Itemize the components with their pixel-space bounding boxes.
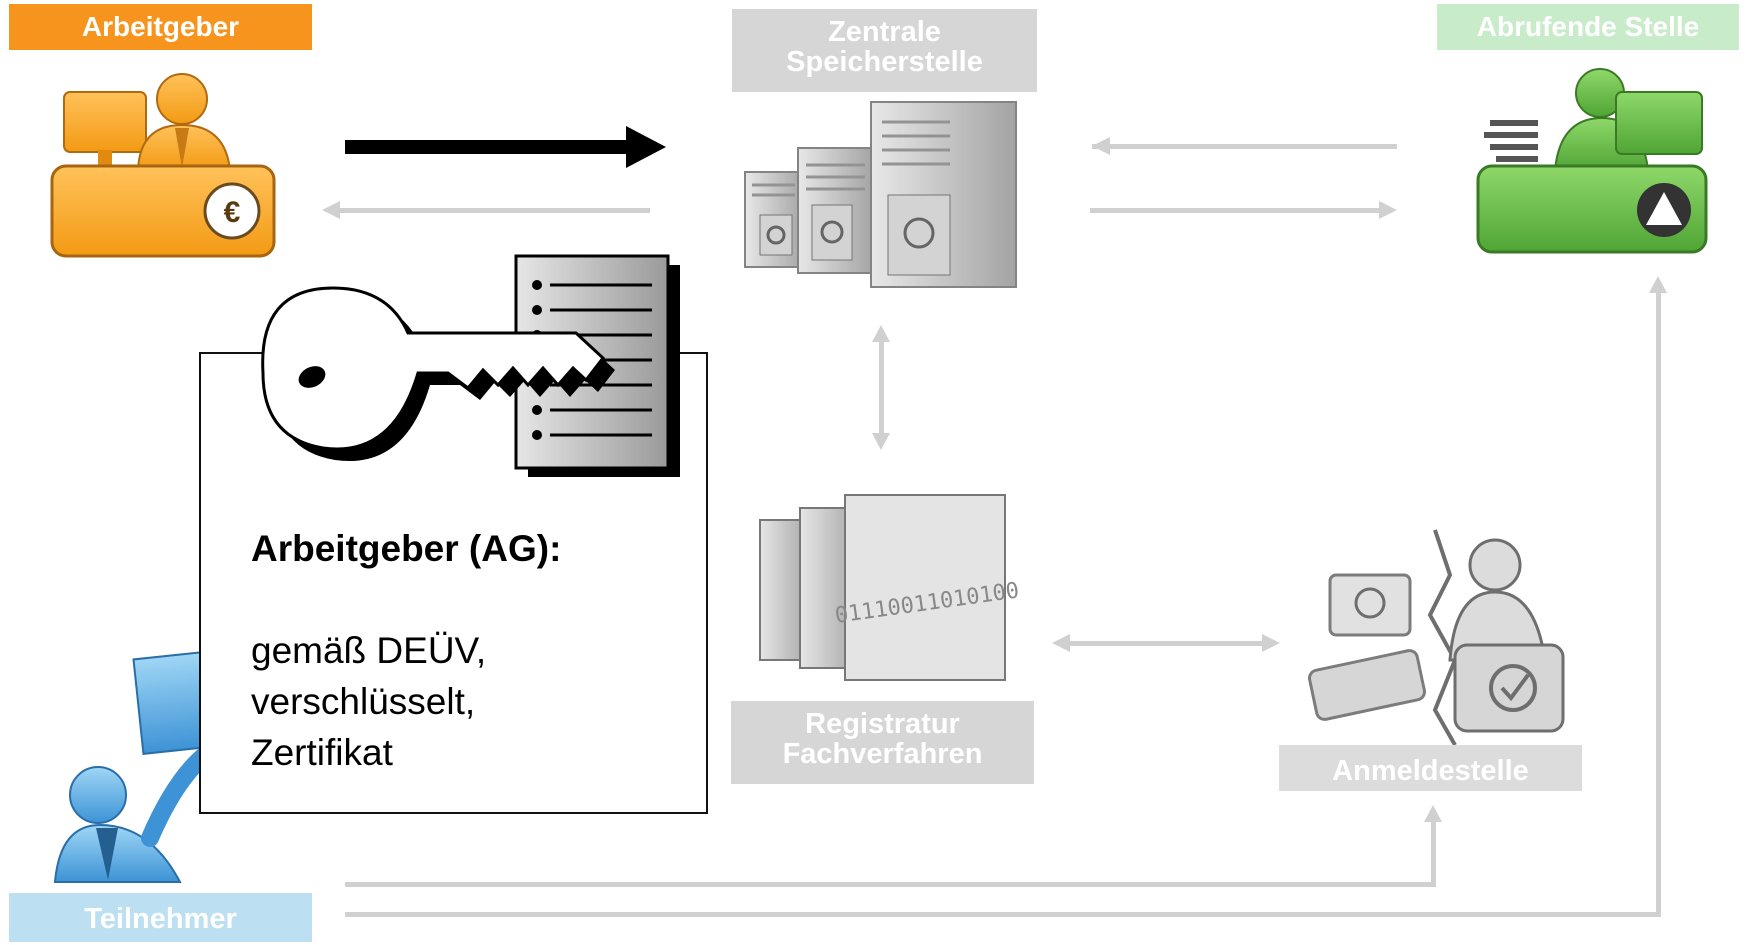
registration-office-icon: [1307, 529, 1565, 746]
binder-registry-icon: 01110011010100: [759, 494, 1021, 681]
info-line-3: Zertifikat: [251, 732, 393, 773]
info-line-2: verschlüsselt,: [251, 681, 476, 722]
employer-desk-icon: €: [50, 73, 276, 258]
label-zentrale-speicherstelle: Zentrale Speicherstelle: [732, 9, 1037, 92]
clerk-desk-icon: [1476, 68, 1708, 254]
label-anmeldestelle: Anmeldestelle: [1279, 745, 1582, 791]
svg-text:€: €: [224, 196, 241, 229]
label-registratur-line-2: Fachverfahren: [782, 738, 983, 771]
info-line-1: gemäß DEÜV,: [251, 630, 487, 671]
info-box-title: Arbeitgeber (AG):: [251, 528, 562, 569]
participant-person-icon: [53, 649, 225, 883]
label-registratur-fachverfahren: Registratur Fachverfahren: [731, 701, 1034, 784]
label-zentrale-line-1: Zentrale: [828, 16, 941, 48]
info-box-lines: gemäß DEÜV, verschlüsselt, Zertifikat: [251, 625, 486, 778]
active-arrow: [345, 126, 666, 168]
label-arbeitgeber: Arbeitgeber: [9, 4, 312, 50]
faded-arrows: [322, 137, 1667, 917]
label-registratur-line-1: Registratur: [805, 708, 960, 740]
label-teilnehmer: Teilnehmer: [9, 893, 312, 942]
label-zentrale-line-2: Speicherstelle: [786, 46, 983, 79]
server-stack-icon: [744, 101, 1017, 288]
label-abrufende-stelle: Abrufende Stelle: [1437, 4, 1739, 50]
